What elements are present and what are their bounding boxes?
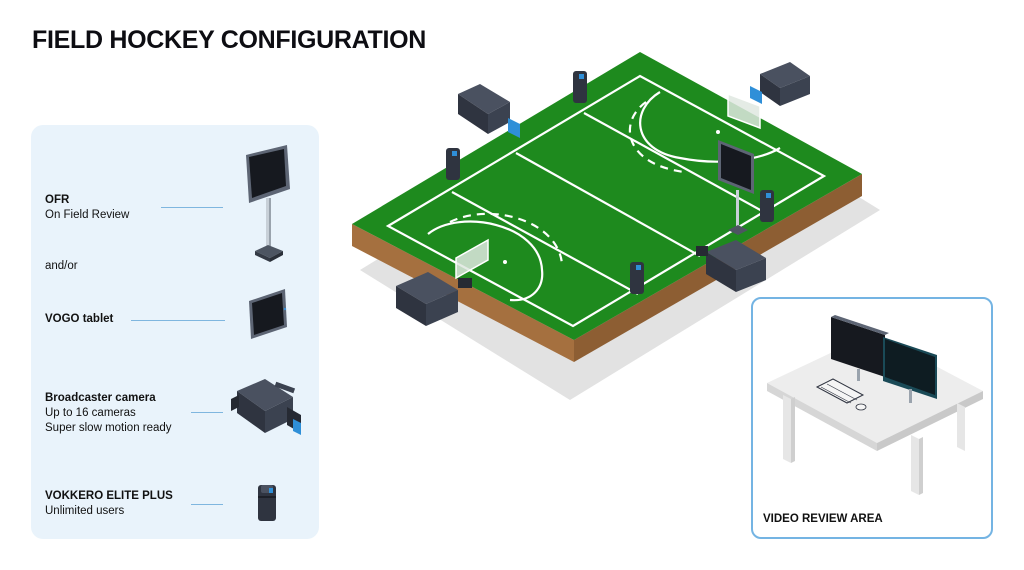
page-title: FIELD HOCKEY CONFIGURATION bbox=[32, 26, 427, 54]
tablet-icon bbox=[249, 289, 287, 339]
desk-icon bbox=[767, 315, 983, 495]
ofr-description: On Field Review bbox=[45, 209, 130, 221]
legend-item-vogo-tablet: VOGO tablet bbox=[45, 312, 113, 327]
legend-item-vokkero: VOKKERO ELITE PLUS Unlimited users bbox=[45, 489, 173, 519]
field-illustration bbox=[352, 52, 880, 400]
broadcaster-camera-line2: Super slow motion ready bbox=[45, 422, 172, 434]
ofr-name: OFR bbox=[45, 194, 70, 206]
legend-item-broadcaster-camera: Broadcaster camera Up to 16 cameras Supe… bbox=[45, 391, 172, 436]
mouse-icon bbox=[855, 403, 867, 411]
vokkero-description: Unlimited users bbox=[45, 505, 125, 517]
legend-connector: and/or bbox=[45, 260, 78, 272]
video-review-area: VIDEO REVIEW AREA bbox=[751, 297, 993, 539]
vogo-tablet-name: VOGO tablet bbox=[45, 313, 114, 325]
keyboard-icon bbox=[815, 378, 865, 404]
broadcaster-leader-line bbox=[191, 412, 223, 413]
vogo-leader-line bbox=[131, 320, 225, 321]
goal-right bbox=[727, 92, 761, 130]
pitch-surface bbox=[352, 52, 862, 340]
ofr-monitor-on-field bbox=[718, 140, 754, 235]
broadcast-camera-icon bbox=[231, 379, 301, 435]
vokkero-leader-line bbox=[191, 504, 223, 505]
radio-device-icon bbox=[258, 485, 276, 521]
legend-item-ofr: OFR On Field Review bbox=[45, 193, 129, 223]
quarter-line-left bbox=[451, 191, 639, 295]
broadcaster-camera-name: Broadcaster camera bbox=[45, 392, 156, 404]
broadcast-camera-icon bbox=[396, 62, 810, 326]
vokkero-name: VOKKERO ELITE PLUS bbox=[45, 490, 173, 502]
ofr-leader-line bbox=[161, 207, 223, 208]
pitch-markings bbox=[385, 74, 827, 328]
quarter-line-right bbox=[583, 112, 765, 213]
centre-line bbox=[515, 152, 701, 257]
legend-panel: OFR On Field Review and/or VOGO tablet B… bbox=[31, 125, 319, 539]
monitor-on-stand-icon bbox=[246, 145, 290, 262]
goal-left bbox=[455, 238, 489, 280]
soil-front-side bbox=[352, 224, 574, 362]
radio-device-icon bbox=[446, 71, 774, 294]
video-review-area-label: VIDEO REVIEW AREA bbox=[763, 513, 883, 525]
broadcaster-camera-line1: Up to 16 cameras bbox=[45, 407, 136, 419]
